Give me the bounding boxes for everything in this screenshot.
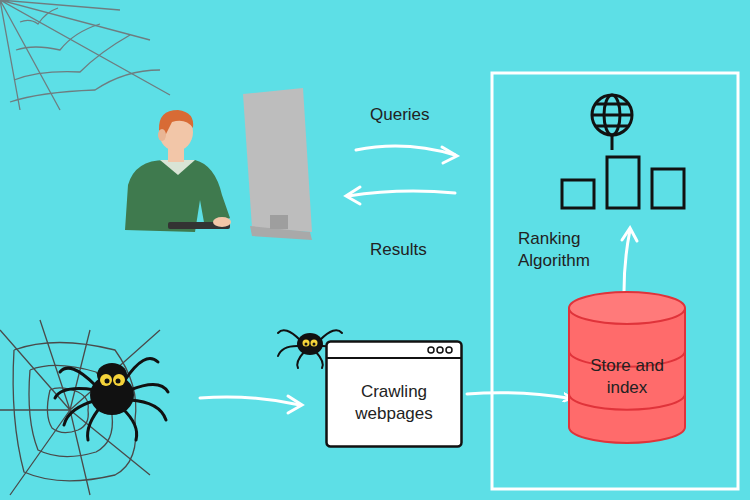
text-label: Queries	[370, 104, 470, 126]
node-text: Crawling webpages	[325, 381, 463, 425]
flow-arrow	[200, 396, 302, 413]
spider-web	[0, 320, 160, 495]
node-text: Store and index	[567, 355, 687, 399]
text-label: Ranking Algorithm	[518, 228, 613, 272]
query-arrows	[346, 146, 457, 204]
globe-icon	[592, 95, 632, 150]
text-label: Results	[370, 239, 470, 261]
cobweb	[0, 0, 170, 110]
ranking-bars	[562, 157, 684, 208]
spider	[55, 359, 168, 440]
browser-window-node: Crawling webpages	[325, 340, 463, 448]
database-node: Store and index	[567, 290, 687, 445]
flow-connector	[467, 393, 571, 399]
engine-outline	[492, 73, 738, 489]
rank-arrow	[622, 228, 637, 292]
person-at-computer	[125, 88, 312, 240]
